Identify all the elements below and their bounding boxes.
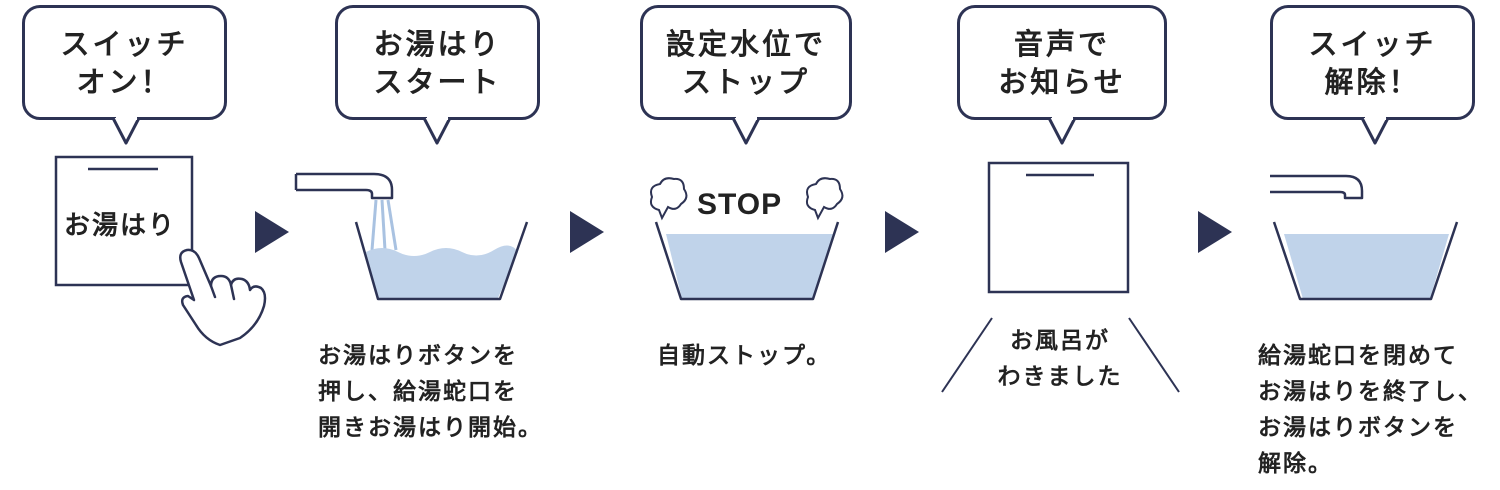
bubble-text: スイッチ 解除！ bbox=[1308, 26, 1437, 99]
step-caption: 給湯蛇口を閉めて お湯はりを終了し、 お湯はりボタンを 解除。 bbox=[1258, 343, 1483, 477]
bubble-text: 音声で お知らせ bbox=[998, 26, 1126, 99]
announcement-text: お風呂が わきました bbox=[997, 328, 1123, 390]
pointing-hand-icon bbox=[179, 248, 267, 347]
bubble-switch-release: スイッチ 解除！ bbox=[1270, 5, 1475, 120]
bubble-switch-on: スイッチ オン！ bbox=[22, 5, 227, 120]
stop-label: STOP bbox=[697, 188, 783, 221]
faucet-icon bbox=[1270, 174, 1364, 200]
bathtub-full-icon bbox=[654, 221, 840, 301]
bubble-text: お湯はり スタート bbox=[373, 26, 502, 99]
speaker-panel-icon bbox=[987, 161, 1130, 294]
bubble-fill-start: お湯はり スタート bbox=[335, 5, 540, 120]
bubble-tail bbox=[111, 117, 1390, 145]
steam-icon bbox=[649, 177, 844, 221]
step-caption: お湯はりボタンを 押し、給湯蛇口を 開きお湯はり開始。 bbox=[318, 343, 543, 441]
water-stream-icon bbox=[370, 199, 398, 251]
next-arrow bbox=[1198, 211, 1232, 253]
sound-line-icon bbox=[941, 317, 1180, 393]
faucet-icon bbox=[294, 172, 394, 200]
switch-panel-icon bbox=[54, 155, 194, 287]
bubble-text: 設定水位で ストップ bbox=[665, 26, 826, 99]
next-arrow bbox=[570, 211, 604, 253]
panel-button-label: お湯はり bbox=[64, 211, 177, 241]
step-caption: 自動ストップ。 bbox=[657, 343, 832, 369]
next-arrow bbox=[885, 211, 919, 253]
bubble-voice-notice: 音声で お知らせ bbox=[957, 5, 1167, 120]
bathtub-filling-icon bbox=[354, 221, 529, 301]
bubble-text: スイッチ オン！ bbox=[60, 26, 189, 99]
next-arrow bbox=[255, 211, 289, 253]
bathtub-full-icon bbox=[1272, 221, 1459, 301]
